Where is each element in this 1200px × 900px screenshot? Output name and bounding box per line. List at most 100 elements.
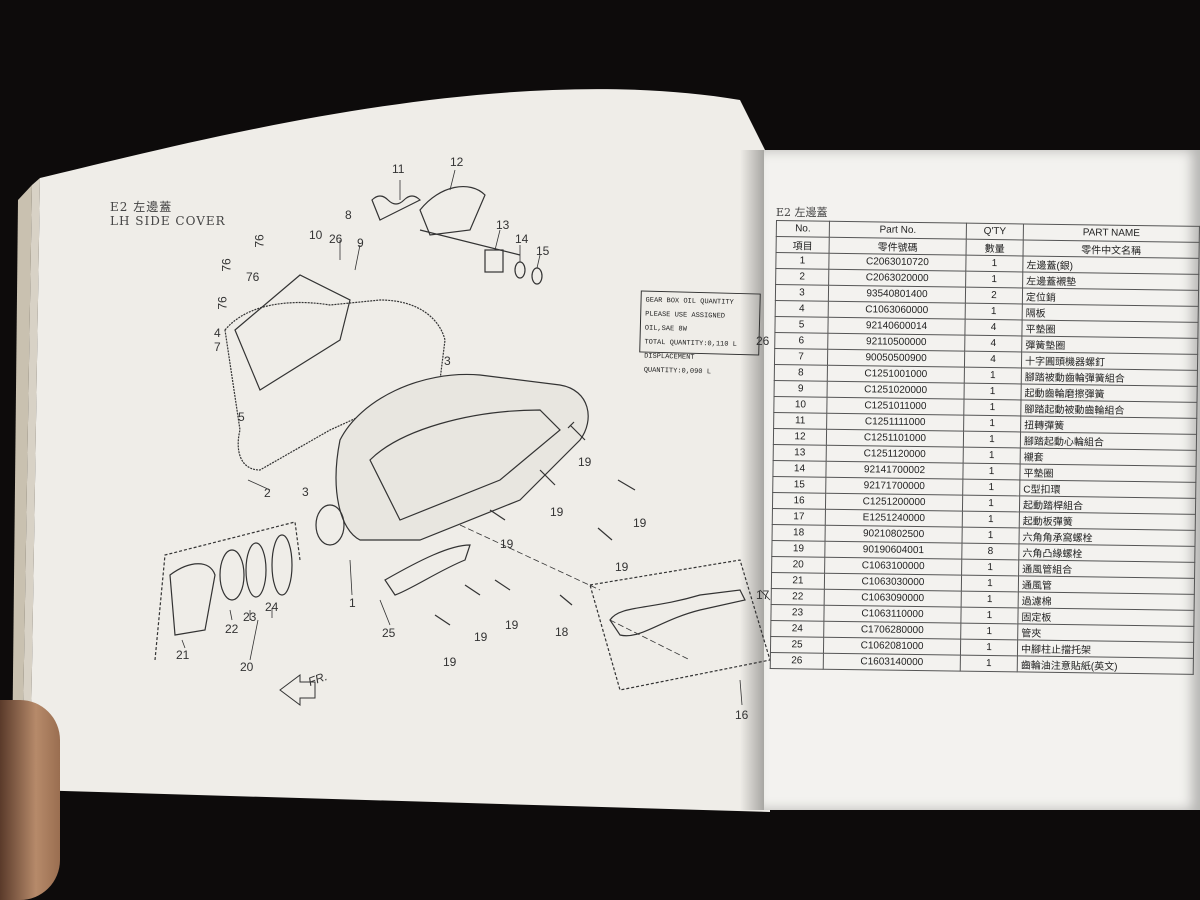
cell-qty: 1 <box>960 654 1018 672</box>
callout-76-d: 76 <box>215 296 230 310</box>
clip-15 <box>531 267 543 285</box>
bolt-19-b <box>539 469 556 486</box>
cell-qty: 1 <box>961 574 1019 592</box>
parts-list-title: E2 左邊蓋 <box>776 206 828 219</box>
cell-no: 3 <box>775 284 829 301</box>
cell-part-name: C型扣環 <box>1019 479 1196 499</box>
cell-part-no: C1251020000 <box>827 380 965 399</box>
col-part-no-zh: 零件號碼 <box>829 236 967 255</box>
cell-part-no: 90190604001 <box>824 540 963 559</box>
callout-15: 15 <box>536 244 550 258</box>
cell-qty: 1 <box>963 430 1021 448</box>
callout-3-a: 3 <box>444 354 451 368</box>
callout-12: 12 <box>450 155 464 169</box>
cell-part-no: C1063100000 <box>824 556 962 575</box>
leader-lines <box>181 169 771 706</box>
centerline <box>459 524 691 661</box>
callout-25: 25 <box>382 626 396 640</box>
cell-part-no: 93540801400 <box>828 284 966 303</box>
callout-24: 24 <box>265 600 279 614</box>
bushing-13 <box>484 249 504 273</box>
gear-oil-label-box: GEAR BOX OIL QUANTITY PLEASE USE ASSIGNE… <box>639 290 761 376</box>
cell-part-name: 腳踏起動心輪組合 <box>1020 431 1197 451</box>
callout-13: 13 <box>496 218 510 232</box>
spring-11 <box>371 195 422 221</box>
cell-no: 11 <box>773 412 827 429</box>
callout-21: 21 <box>176 648 190 662</box>
cell-part-name: 過濾棉 <box>1018 591 1195 611</box>
cell-qty: 1 <box>965 254 1024 272</box>
cell-no: 19 <box>771 540 826 557</box>
cell-part-no: C1251001000 <box>827 364 965 383</box>
cell-part-name: 固定板 <box>1017 607 1195 627</box>
cell-part-no: 92141700002 <box>825 460 964 479</box>
callout-19-d: 19 <box>500 537 514 551</box>
cell-part-no: 92171700000 <box>825 476 963 495</box>
cell-qty: 2 <box>965 286 1023 304</box>
cell-part-no: C1251101000 <box>826 428 964 447</box>
cell-no: 26 <box>770 652 824 669</box>
cell-part-no: C2063020000 <box>828 268 966 287</box>
cell-no: 16 <box>772 492 826 509</box>
kick-lever <box>609 589 746 637</box>
cell-qty: 1 <box>961 558 1019 576</box>
cell-qty: 1 <box>963 414 1021 432</box>
plate-outline <box>234 274 351 391</box>
cell-no: 5 <box>774 316 829 333</box>
callout-76-c: 76 <box>246 270 260 284</box>
cell-no: 13 <box>773 444 827 461</box>
callout-9: 9 <box>357 236 364 250</box>
cell-qty: 1 <box>960 606 1019 624</box>
cell-part-no: 92110500000 <box>827 332 965 351</box>
cell-no: 18 <box>772 524 826 541</box>
cell-qty: 1 <box>962 526 1020 544</box>
bolt-18 <box>559 594 573 606</box>
cell-part-no: 90210802500 <box>825 524 963 543</box>
cell-qty: 4 <box>964 334 1022 352</box>
cell-no: 22 <box>771 588 825 605</box>
cell-part-name: 中腳柱止擋托架 <box>1017 639 1194 659</box>
cell-part-name: 平墊圈 <box>1021 319 1199 339</box>
callout-22: 22 <box>225 622 239 636</box>
cell-part-no: 92140600014 <box>827 316 966 335</box>
cell-no: 23 <box>770 604 825 621</box>
cell-no: 14 <box>772 460 827 477</box>
callout-76-b: 76 <box>219 258 234 272</box>
cell-no: 25 <box>770 636 824 653</box>
label-line-4: DISPLACEMENT QUANTITY:0,090 L <box>643 352 712 377</box>
cell-part-no: C2063010720 <box>828 252 967 271</box>
callout-4: 4 <box>214 326 221 340</box>
cell-part-name: 腳踏起動被動齒輪組合 <box>1020 399 1197 419</box>
bracket-25 <box>384 544 471 596</box>
cell-no: 7 <box>774 348 828 365</box>
cell-part-name: 平墊圈 <box>1019 463 1197 483</box>
cell-part-name: 扭轉彈簧 <box>1020 415 1197 435</box>
bolt-19-g <box>494 579 511 591</box>
cell-qty: 8 <box>961 542 1020 560</box>
cell-part-name: 通風管 <box>1018 575 1195 595</box>
cell-no: 6 <box>774 332 828 349</box>
diagram-title-en: LH SIDE COVER <box>110 214 226 228</box>
col-part-no: Part No. <box>829 221 967 239</box>
cell-qty: 1 <box>962 510 1020 528</box>
fr-arrow <box>279 674 316 706</box>
cell-qty: 1 <box>962 462 1021 480</box>
cell-qty: 1 <box>961 590 1019 608</box>
cell-part-no: 90050500900 <box>827 348 965 367</box>
callout-19-c: 19 <box>633 516 647 530</box>
callout-19-b: 19 <box>550 505 564 519</box>
col-no-zh: 項目 <box>776 236 830 253</box>
filter-22 <box>219 549 245 601</box>
col-qty-zh: 數量 <box>966 238 1024 256</box>
callout-19-h: 19 <box>443 655 457 669</box>
cell-part-no: C1063110000 <box>823 604 962 623</box>
cell-part-name: 齒輪油注意貼紙(英文) <box>1017 655 1194 675</box>
cell-qty: 1 <box>962 478 1020 496</box>
diagram-title-zh: E2 左邊蓋 <box>110 200 173 214</box>
cell-part-no: E1251240000 <box>825 508 963 527</box>
callout-76-a: 76 <box>252 234 267 248</box>
callout-19-g: 19 <box>505 618 519 632</box>
callout-1: 1 <box>349 596 356 610</box>
